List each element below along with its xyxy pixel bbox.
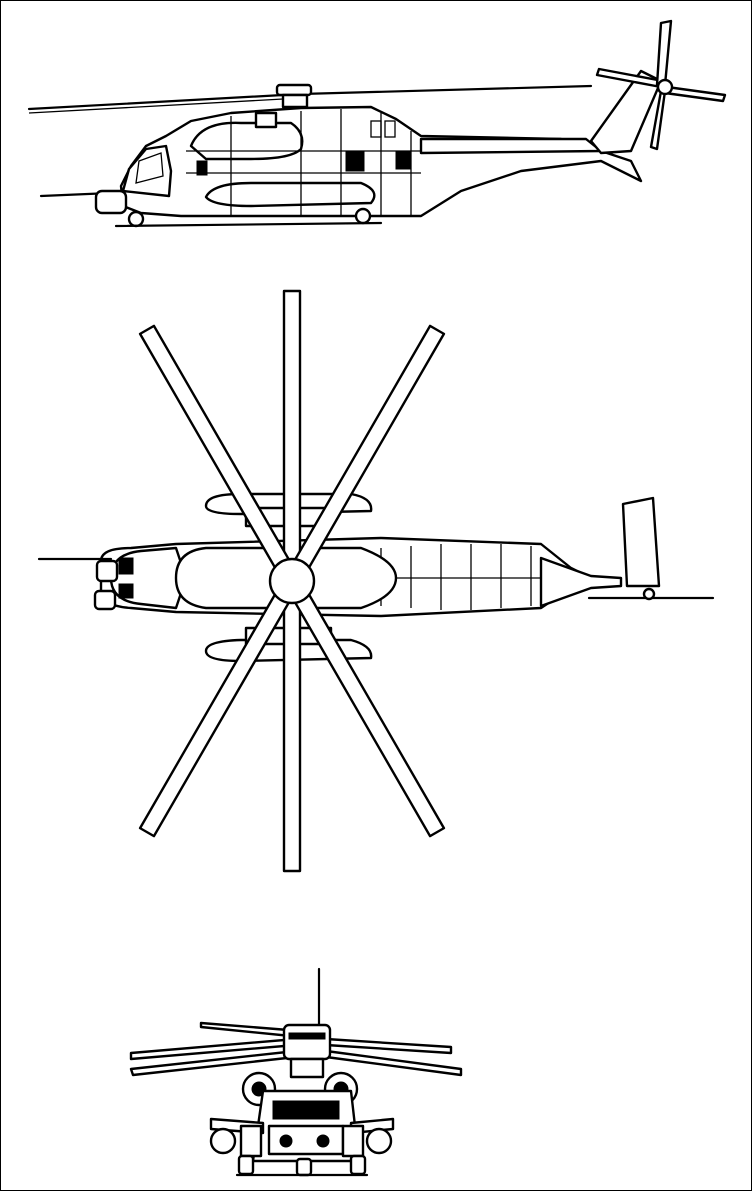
rotor-blade-6 [138, 575, 301, 838]
tail-rotor-hub [656, 78, 674, 96]
main-rotor-hub [268, 557, 316, 605]
tail-fin-top [621, 496, 661, 588]
main-wheel-side [354, 207, 372, 225]
nose-top [109, 546, 188, 610]
nose-wheel-side [127, 210, 145, 228]
rotor-blade-1 [282, 289, 302, 583]
front-view [1, 961, 751, 1190]
tail-boom-side [419, 137, 603, 155]
fuel-tank-right [365, 1127, 393, 1155]
rotor-blade-front-right [324, 1037, 453, 1055]
side-view [1, 1, 751, 241]
fuel-tank-left [209, 1127, 237, 1155]
nose-wheel-front [295, 1157, 313, 1177]
sponson-tank-side [204, 181, 376, 208]
top-view [1, 286, 751, 886]
engine-nacelle-side [189, 121, 304, 161]
wheel-left-front [237, 1154, 255, 1176]
cockpit-side [121, 144, 173, 198]
tail-rotor-blade [595, 67, 665, 89]
tail-boom-top [539, 556, 623, 608]
rotor-hub-front [282, 1023, 332, 1061]
rotor-blade-2 [282, 579, 302, 873]
wheel-right-front [349, 1154, 367, 1176]
main-rotor-top [138, 289, 446, 873]
